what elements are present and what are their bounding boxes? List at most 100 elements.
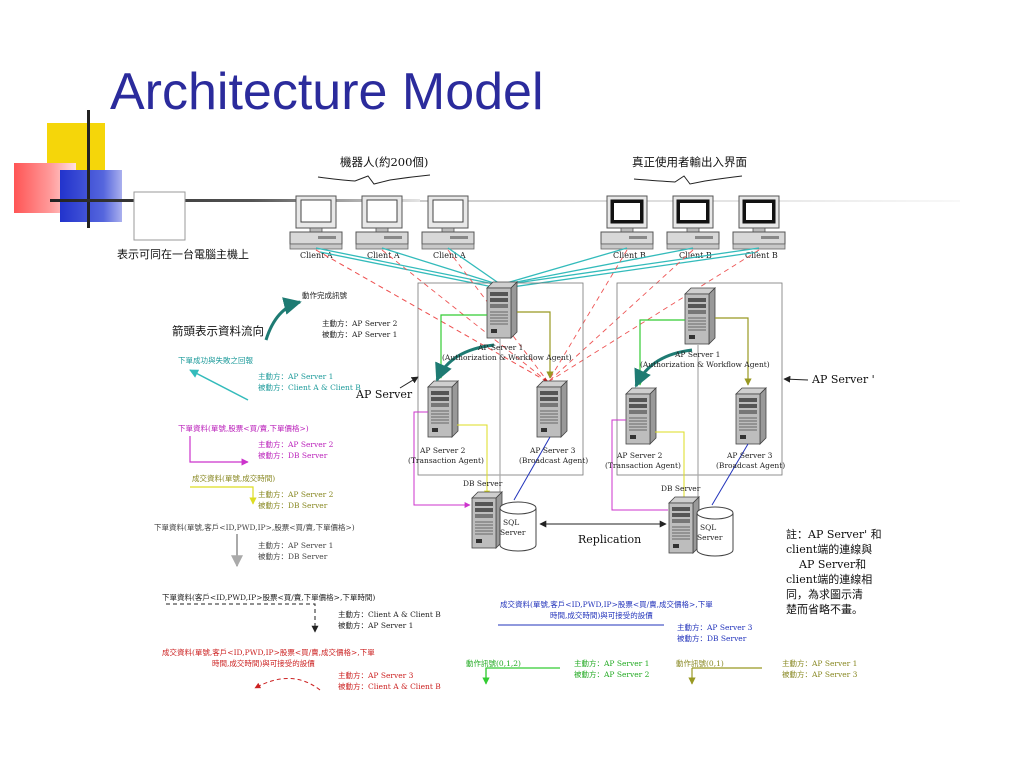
deal2-label-line1: 成交資料(單號,客戶<ID,PWD,IP>股票<買/賣,成交價格>,下單	[162, 647, 375, 657]
result-arrow	[189, 369, 249, 401]
done-signal-label: 動作完成訊號	[302, 290, 347, 300]
sig12-role-1: 主動方：AP Server 1	[574, 658, 649, 668]
ap3-left-desc: (Broadcast Agent)	[519, 456, 588, 465]
client-b-computer-3	[732, 195, 786, 250]
ap-server-prime-label: AP Server '	[811, 373, 875, 386]
db-server-left-tower	[471, 491, 503, 549]
robots-label: 機器人(約200個)	[340, 155, 428, 169]
note-line-3: AP Server和	[798, 558, 866, 571]
ap1-left-name: AP Server 1	[477, 343, 523, 352]
sig12-role-2: 被動方：AP Server 2	[574, 669, 650, 679]
ap2-left-name: AP Server 2	[419, 446, 466, 455]
ap1-left-desc: (Authorization & Workflow Agent)	[442, 353, 572, 362]
ap-server-group-label: AP Server	[355, 388, 413, 401]
green-link-left	[437, 314, 487, 379]
sig01-role-2: 被動方：AP Server 3	[782, 669, 858, 679]
arrow-legend-title: 箭頭表示資料流向	[172, 324, 264, 338]
magenta-link-right	[611, 419, 668, 511]
deal-arrow	[190, 486, 257, 505]
robots-brace	[317, 174, 431, 185]
done-signal-arrow	[264, 297, 302, 341]
ap-server-3-left	[536, 380, 568, 438]
slide-title: Architecture Model	[110, 63, 544, 121]
note-line-4: client端的連線相	[786, 572, 872, 586]
order3-role-2: 被動方：AP Server 1	[338, 620, 413, 630]
olive-link-left	[517, 311, 554, 379]
client-a-label-1: Client A	[300, 251, 333, 260]
result-label: 下單成功與失敗之回報	[178, 355, 253, 365]
client-b-computer-1	[600, 195, 654, 250]
yellow-link-left	[457, 424, 490, 497]
client-b-computer-2	[666, 195, 720, 250]
magenta-link-left	[413, 411, 471, 508]
single-host-box	[133, 191, 186, 241]
deal3-role-2: 被動方：DB Server	[677, 633, 747, 643]
deal2-label-line2: 時間,成交時間)與可接受的設價	[212, 658, 315, 668]
done-role-1: 主動方：AP Server 2	[322, 318, 398, 328]
sql-server-right-cylinder	[696, 506, 734, 557]
ap-server-group-pointer	[399, 376, 419, 389]
order2-role-1: 主動方：AP Server 1	[258, 540, 333, 550]
order3-role-1: 主動方：Client A & Client B	[338, 609, 441, 619]
deal2-arrow	[254, 678, 321, 691]
deal-label: 成交資料(單號,成交時間)	[192, 473, 275, 483]
ap-server-prime-group-box	[616, 282, 783, 476]
sig01-label: 動作訊號(0,1)	[676, 658, 724, 668]
ap3-left-name: AP Server 3	[529, 446, 576, 455]
note-line-6: 楚而省略不畫。	[786, 602, 863, 616]
order-role-2: 被動方：DB Server	[258, 450, 328, 460]
ap-server-1-right	[684, 287, 716, 345]
green-link-right	[636, 319, 685, 386]
sql-left-line1: SQL	[503, 518, 519, 527]
olive-link-right	[715, 317, 752, 386]
client-a-label-3: Client A	[433, 251, 466, 260]
order3-label: 下單資料(客戶<ID,PWD,IP>股票<買/賣,下單價格>,下單時間)	[162, 592, 375, 602]
ap2-left-desc: (Transaction Agent)	[408, 456, 484, 465]
replication-label: Replication	[578, 533, 641, 546]
single-host-note: 表示可同在一台電腦主機上	[117, 247, 249, 261]
client-b-label-2: Client B	[679, 251, 712, 260]
result-role-2: 被動方：Client A & Client B	[258, 382, 361, 392]
order3-arrow	[166, 603, 319, 633]
client-b-label-3: Client B	[745, 251, 778, 260]
deal3-label-line2: 時間,成交時間)與可接受的設價	[550, 610, 653, 620]
client-a-computer-2	[355, 195, 409, 250]
client-b-label-1: Client B	[613, 251, 646, 260]
client-cyan-links	[315, 247, 760, 291]
db-link-right	[711, 443, 749, 506]
deal3-role-1: 主動方：AP Server 3	[677, 622, 753, 632]
ap1-right-desc: (Authorization & Workflow Agent)	[640, 360, 770, 369]
ap-server-3-right	[735, 387, 767, 445]
sig12-label: 動作訊號(0,1,2)	[466, 658, 521, 668]
order-label: 下單資料(單號,股票<買/賣,下單價格>)	[178, 423, 309, 433]
db-right-label: DB Server	[661, 484, 701, 493]
db-server-right-tower	[668, 496, 700, 554]
deco-blue-square	[60, 170, 122, 222]
sql-right-line2: Server	[697, 533, 723, 542]
deal3-label-line1: 成交資料(單號,客戶<ID,PWD,IP>股票<買/賣,成交價格>,下單	[500, 599, 713, 609]
order2-label: 下單資料(單號,客戶<ID,PWD,IP>,股票<買/賣,下單價格>)	[154, 522, 355, 532]
ap-server-2-left	[427, 380, 459, 438]
client-a-computer-3	[421, 195, 475, 250]
teal-curve-left	[435, 343, 495, 382]
deal-role-1: 主動方：AP Server 2	[258, 489, 334, 499]
teal-curve-right	[634, 348, 693, 388]
note-line-2: client端的連線與	[786, 542, 872, 556]
db-left-label: DB Server	[463, 479, 503, 488]
sig01-role-1: 主動方：AP Server 1	[782, 658, 857, 668]
ap2-right-desc: (Transaction Agent)	[605, 461, 681, 470]
deco-vertical-line	[87, 110, 90, 228]
client-a-computer-1	[289, 195, 343, 250]
ap-server-prime-pointer	[783, 375, 809, 383]
ap-server-2-right	[625, 387, 657, 445]
sql-right-line1: SQL	[700, 523, 716, 532]
done-role-2: 被動方：AP Server 1	[322, 329, 397, 339]
users-brace	[633, 175, 743, 185]
ap1-right-name: AP Server 1	[674, 350, 720, 359]
result-role-1: 主動方：AP Server 1	[258, 371, 333, 381]
order-arrow	[189, 436, 249, 466]
deal2-role-1: 主動方：AP Server 3	[338, 670, 414, 680]
note-line-5: 同，為求圖示清	[786, 587, 863, 601]
ap-server-1-left	[486, 281, 518, 339]
